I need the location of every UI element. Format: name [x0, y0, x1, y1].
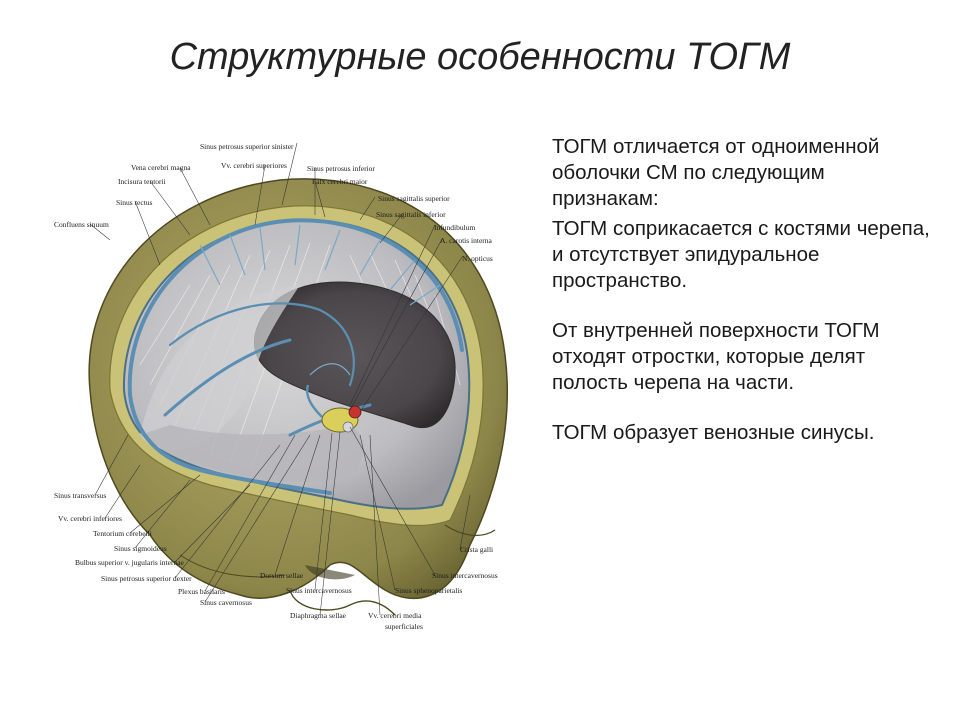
bullet-item: ТОГМ отличается от одноименной оболочки … — [552, 135, 880, 210]
label-plexus-basilaris: Plexus basilaris — [178, 587, 225, 596]
label-tentorium-cerebelli: Tentorium cerebelli — [93, 529, 152, 538]
label-sinus-sphenoparietalis: Sinus sphenoparietalis — [395, 586, 462, 595]
label-n-opticus: N. opticus — [462, 254, 493, 263]
skull-cavity-drawing: Sinus petrosus superior sinister Vena ce… — [54, 142, 508, 631]
sinus-sagittalis-inferior — [168, 302, 355, 387]
label-bulbus-superior: Bulbus superior v. jugularis internae — [75, 558, 185, 567]
label-sinus-sigmoideus: Sinus sigmoideus — [114, 544, 167, 553]
bullet-list: ТОГМ отличается от одноименной оболочки … — [552, 134, 932, 446]
label-sinus-intercavernosus-1: Sinus intercavernosus — [432, 571, 498, 580]
anatomy-labels: Sinus petrosus superior sinister Vena ce… — [54, 142, 498, 631]
bullet-item: ТОГМ образует венозные синусы. — [552, 421, 875, 444]
label-vena-cerebri-magna: Vena cerebri magna — [131, 163, 191, 172]
label-crista-galli: Crista galli — [460, 545, 493, 554]
label-sinus-sagittalis-superior: Sinus sagittalis superior — [378, 194, 450, 203]
label-vv-cerebri-inferiores: Vv. cerebri inferiores — [58, 514, 122, 523]
sinus-sagittalis-superior — [127, 218, 464, 397]
dura-mater-illustration: Sinus petrosus superior sinister Vena ce… — [50, 135, 520, 640]
label-falx-cerebri-maior: Falx cerebri maior — [312, 177, 368, 186]
label-vv-cerebri-media: Vv. cerebri media — [368, 611, 422, 620]
label-sinus-petrosus-superior-dexter: Sinus petrosus superior dexter — [101, 574, 192, 583]
label-superficiales: superficiales — [385, 622, 423, 631]
label-sinus-sagittalis-inferior: Sinus sagittalis inferior — [376, 210, 446, 219]
label-sinus-rectus: Sinus rectus — [116, 198, 153, 207]
sella-region — [305, 384, 362, 433]
label-vv-cerebri-superiores: Vv. cerebri superiores — [221, 161, 287, 170]
label-infundibulum: Infundibulum — [434, 223, 475, 232]
leader-lines — [89, 142, 471, 616]
cerebral-veins — [199, 224, 441, 376]
falx-cerebri — [140, 285, 300, 451]
bullet-item: От внутренней поверхности ТОГМ отходят о… — [552, 319, 880, 394]
label-sinus-intercavernosus-2: Sinus intercavernosus — [286, 586, 352, 595]
label-confluens-sinuum: Confluens sinuum — [54, 220, 109, 229]
label-diaphragma-sellae: Diaphragma sellae — [290, 611, 347, 620]
label-sinus-petrosus-inferior: Sinus petrosus inferior — [307, 164, 375, 173]
label-incisura-tentorii: Incisura tentorii — [118, 177, 166, 186]
label-sinus-transversus: Sinus transversus — [54, 491, 106, 500]
sinus-transversus — [128, 393, 332, 495]
slide-title: Структурные особенности ТОГМ — [169, 36, 791, 78]
bullet-item: ТОГМ соприкасается с костями черепа, и о… — [552, 217, 930, 292]
label-dorsum-sellae: Dorsum sellae — [260, 571, 304, 580]
cavity-opening — [253, 281, 456, 428]
label-sinus-cavernosus: Sinus cavernosus — [200, 598, 252, 607]
sinus-rectus — [163, 338, 292, 417]
label-a-carotis-interna: A. carotis interna — [440, 236, 493, 245]
label-sinus-petrosus-superior-sinister: Sinus petrosus superior sinister — [200, 142, 294, 151]
